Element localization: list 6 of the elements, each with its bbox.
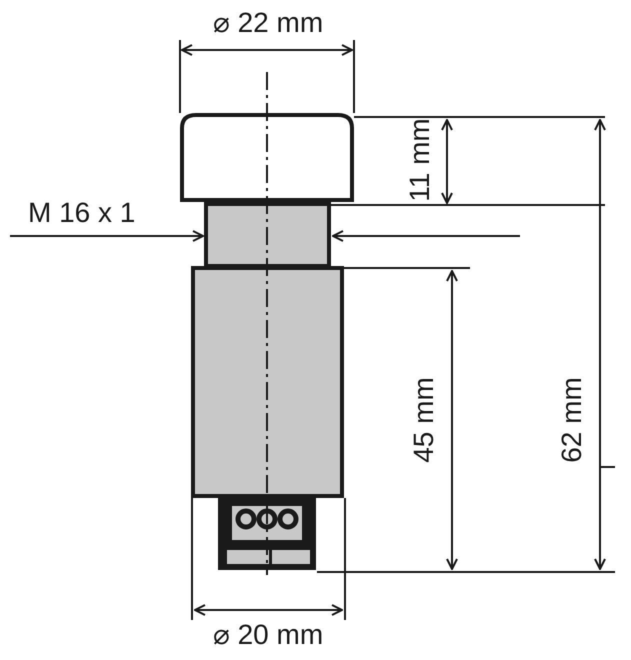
- dimension-label: 11 mm: [405, 118, 435, 202]
- dimension-label: ⌀ 22 mm: [212, 8, 324, 38]
- dimension-label: ⌀ 20 mm: [212, 620, 324, 650]
- dimension-label: M 16 x 1: [28, 198, 136, 228]
- dimension-label: 62 mm: [557, 377, 587, 463]
- dimension-label: 45 mm: [409, 377, 439, 463]
